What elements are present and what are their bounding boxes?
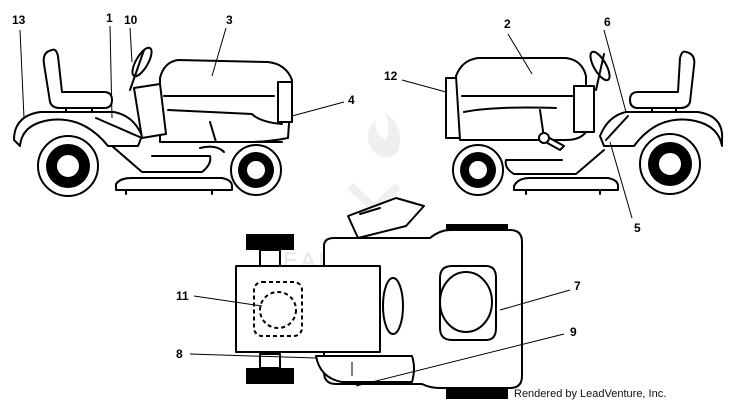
mower-left-side-view [13,46,293,197]
leader-lines [19,25,633,387]
callout-6: 6 [604,15,611,29]
footer-credit: Rendered by LeadVenture, Inc. [514,388,666,400]
callout-5: 5 [634,221,641,235]
callout-3: 3 [226,13,233,27]
callout-labels: 13 1 10 3 4 2 12 6 5 7 11 8 9 [12,11,641,361]
callout-11: 11 [176,289,189,303]
callout-13: 13 [12,13,26,27]
leader-1 [109,25,113,119]
leader-5 [609,141,633,219]
leader-9 [355,333,565,387]
leader-12 [401,79,447,93]
leader-8 [189,353,317,359]
callout-1: 1 [106,11,113,25]
leader-7 [499,289,571,311]
callout-7: 7 [574,279,581,293]
leader-3 [211,27,227,77]
mower-top-view [235,197,523,399]
callout-12: 12 [384,69,398,83]
callout-10: 10 [124,13,138,27]
leader-13 [19,29,25,119]
callout-4: 4 [348,93,355,107]
callout-9: 9 [570,325,577,339]
leader-4 [291,101,345,117]
leader-10 [129,27,133,63]
mower-right-side-view [445,50,724,196]
leader-6 [603,29,627,113]
callout-2: 2 [504,17,511,31]
callout-8: 8 [176,347,183,361]
watermark-logo [347,112,401,214]
leader-2 [507,33,533,75]
leader-11 [193,295,263,307]
